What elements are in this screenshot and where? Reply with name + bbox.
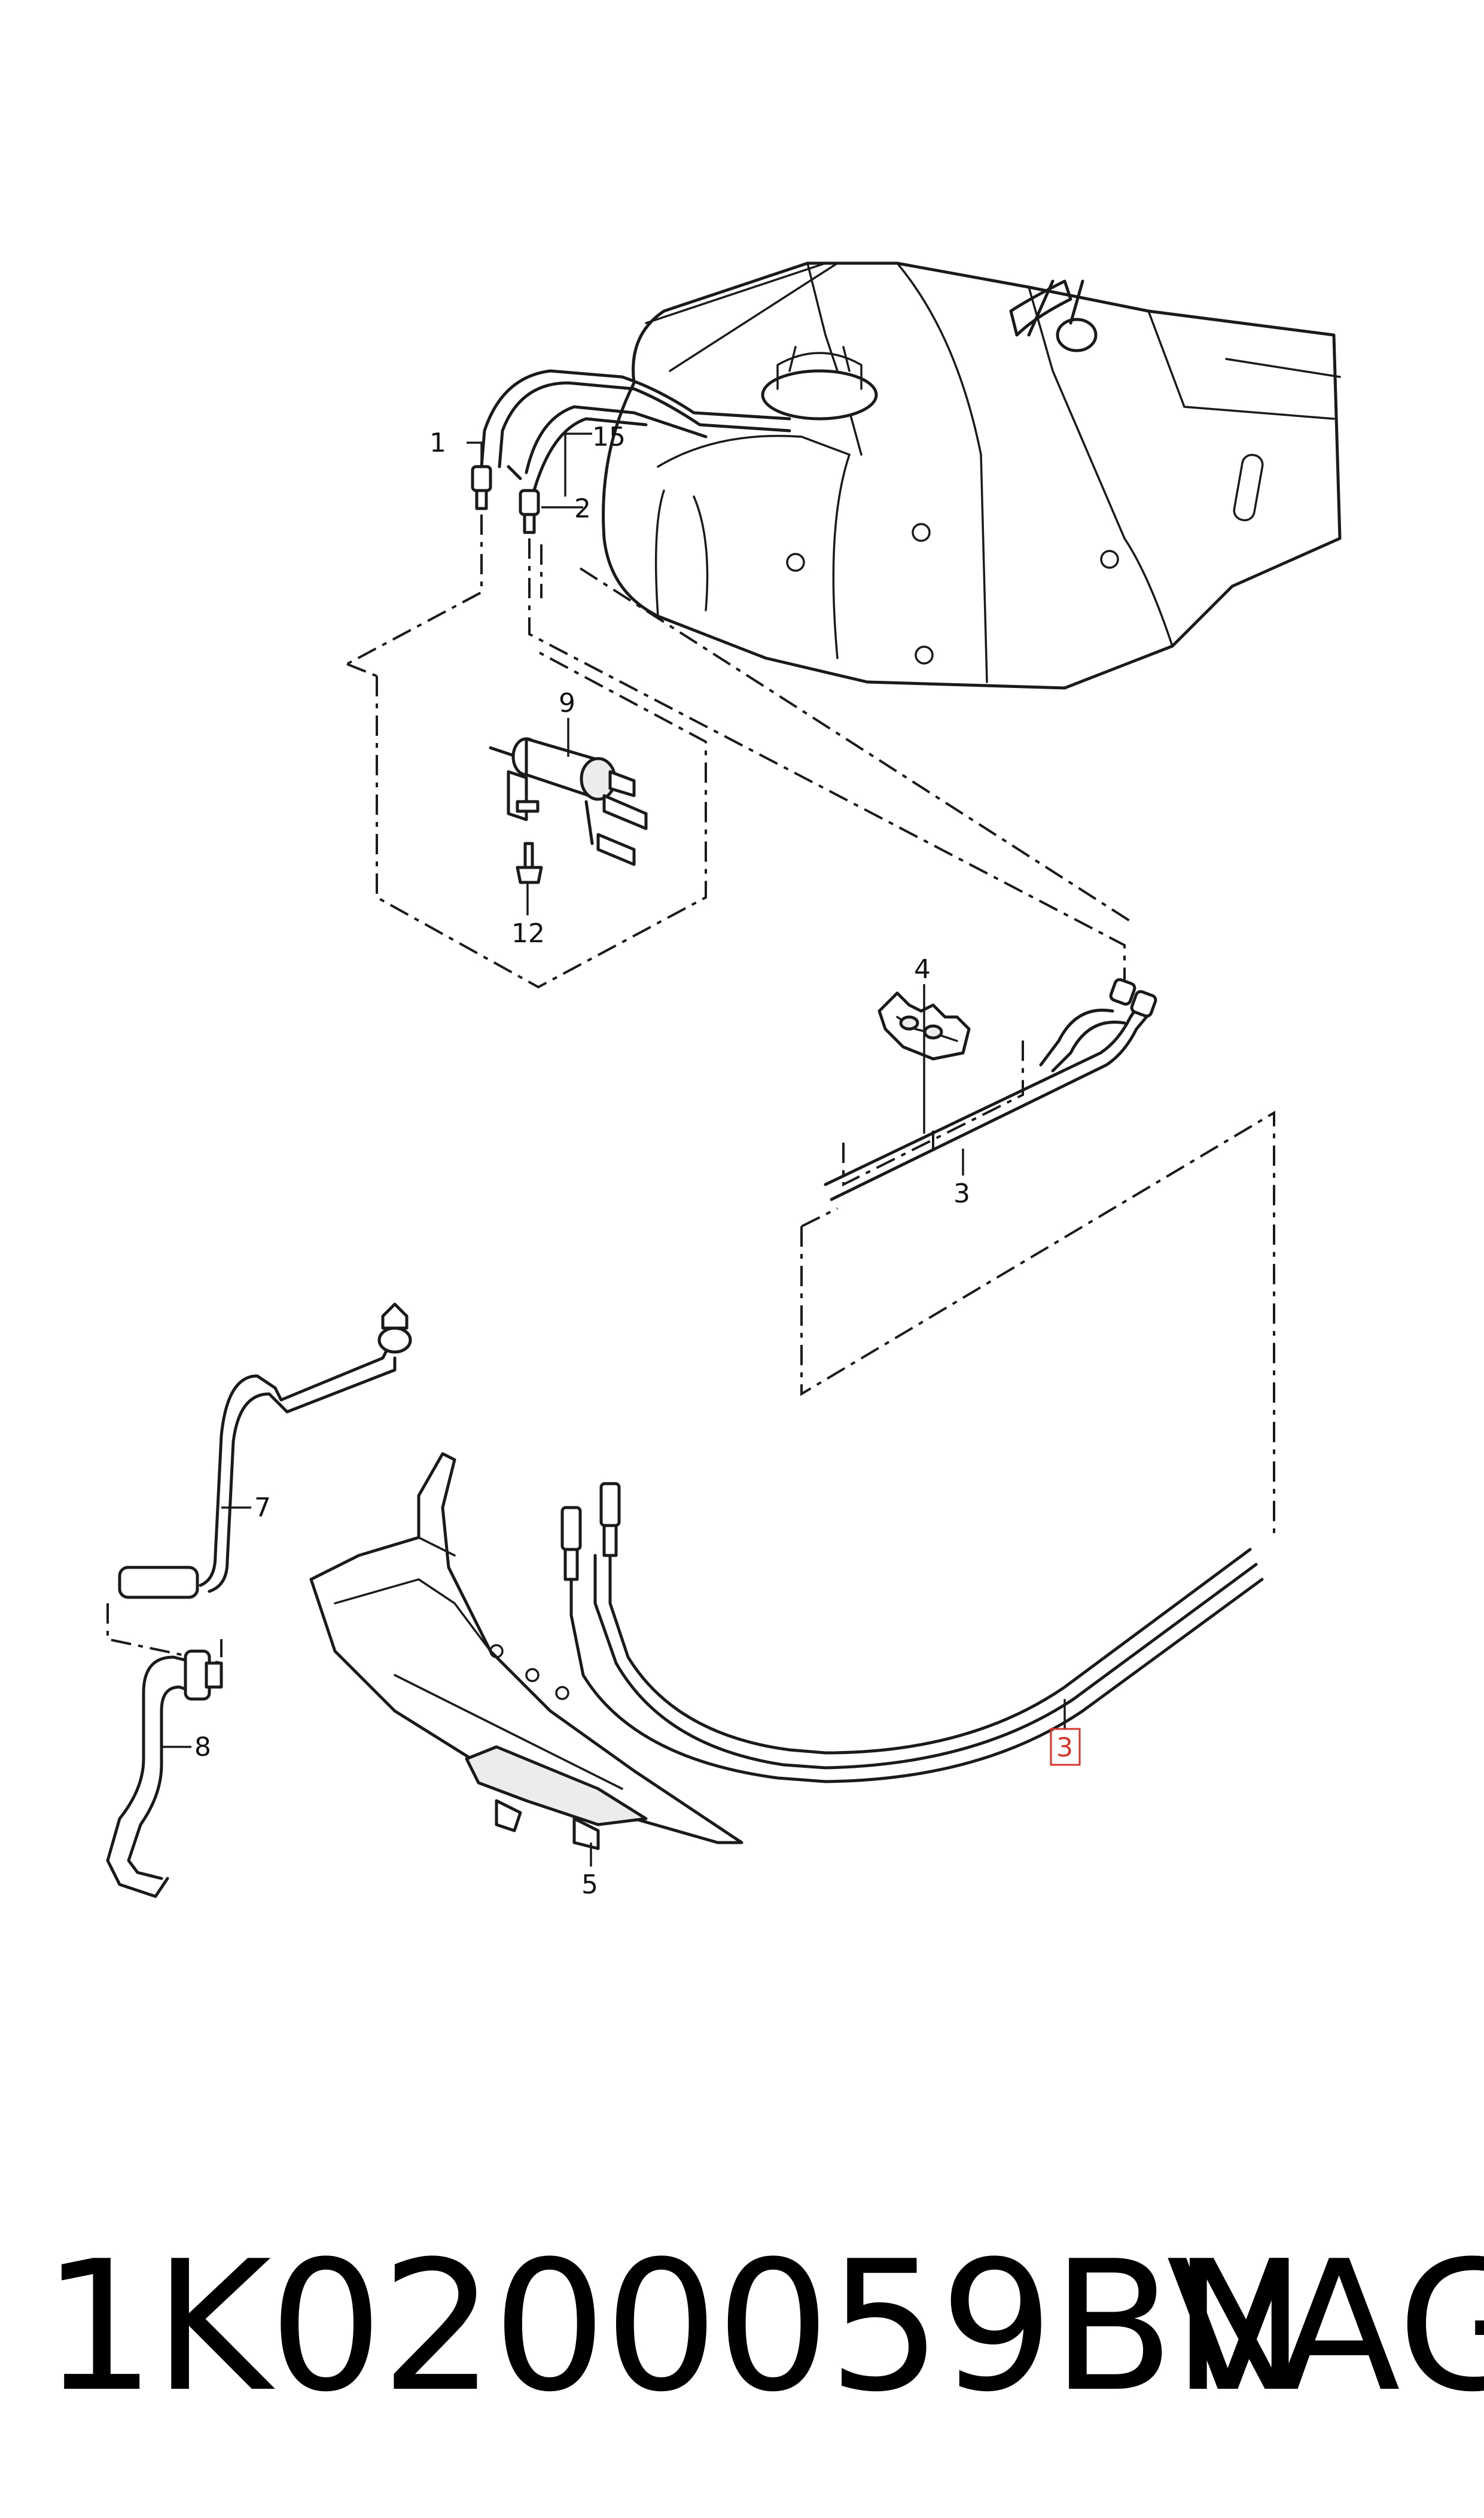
part-number: 1K0200059BN (42, 2222, 1306, 2431)
fuel-pipe-lower (560, 1482, 1264, 1783)
rubber-hose (106, 1649, 223, 1898)
callout-2: 2 (574, 494, 591, 524)
callout-12: 12 (511, 918, 545, 949)
fuel-pipe-upper (824, 978, 1157, 1201)
callout-3-upper: 3 (953, 1179, 970, 1209)
callouts: 1 15 2 9 12 4 3 7 8 5 3 (194, 422, 1081, 1900)
callout-8: 8 (194, 1732, 211, 1762)
callout-7: 7 (254, 1493, 271, 1523)
callout-9: 9 (559, 688, 575, 718)
callout-15: 15 (592, 422, 626, 452)
callout-1: 1 (429, 428, 446, 458)
brand-label: VAG (1166, 2222, 1484, 2431)
vent-hose-line (118, 1302, 412, 1599)
callout-3-highlight: 3 (1056, 1733, 1073, 1763)
fuel-tank (602, 261, 1342, 690)
fuel-lines-to-tank (471, 369, 791, 534)
fuel-filter (489, 737, 648, 884)
callout-4: 4 (914, 954, 931, 985)
highlight-box (1050, 1728, 1081, 1766)
callout-5: 5 (581, 1870, 598, 1900)
underbody-cover (309, 1452, 743, 1850)
leader-lines (161, 433, 1066, 1867)
assembly-frames (106, 514, 1275, 1665)
